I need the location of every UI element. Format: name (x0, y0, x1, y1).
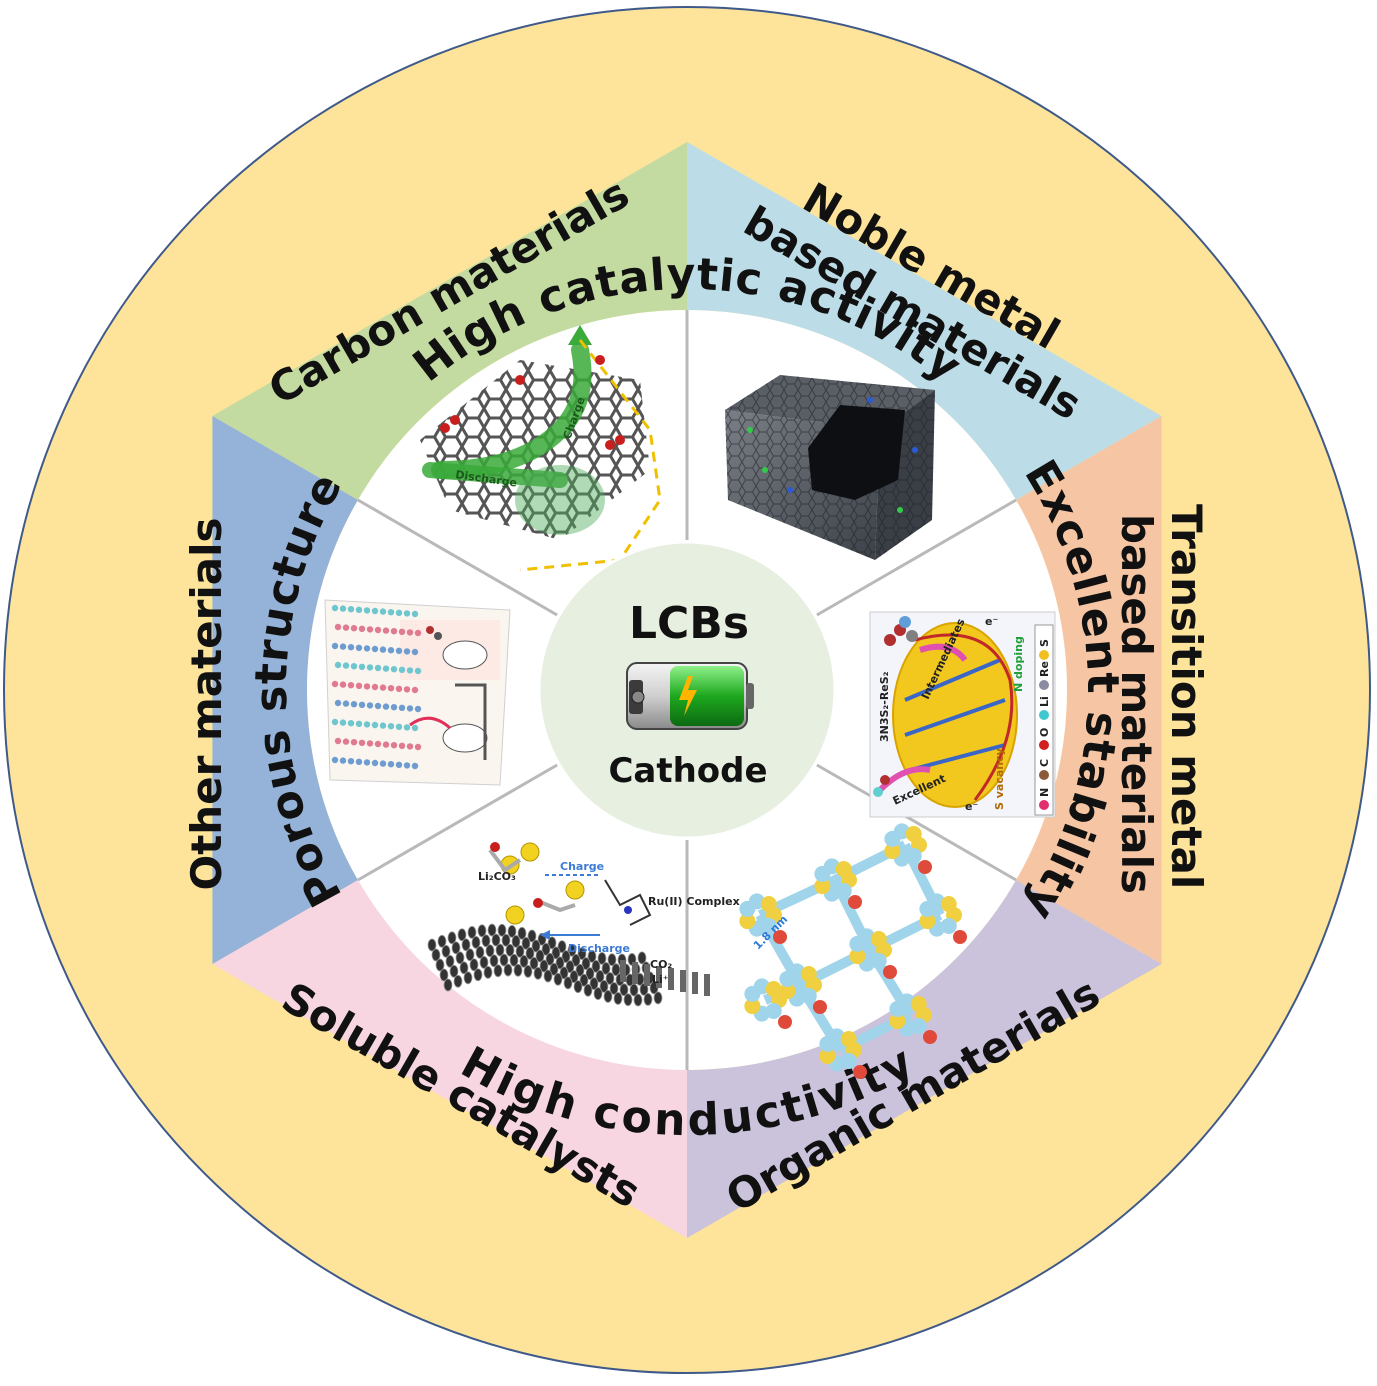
carbon-illustration: Discharge Charge (420, 325, 662, 572)
electron-label-top: e⁻ (985, 615, 998, 628)
segment-carbon (212, 142, 687, 500)
legend-atom-label: C (1038, 759, 1051, 767)
legend-atom-dot (1039, 710, 1049, 720)
segment-noble-metal (687, 142, 1162, 500)
vacancy-label: S vacancy (993, 748, 1006, 810)
segment-divider (816, 763, 1017, 882)
segment-soluble (212, 880, 687, 1238)
co2-label: CO₂ (650, 958, 672, 971)
legend-atom-dot (1039, 680, 1049, 690)
doping-label: N doping (1012, 636, 1025, 692)
segment-divider (357, 763, 558, 882)
legend-atom-label: O (1038, 728, 1051, 737)
legend-atom-dot (1039, 770, 1049, 780)
organic-illustration: 1.8 nm (739, 823, 967, 1079)
legend-atom-label: N (1038, 788, 1051, 797)
center-title: LCBs (629, 598, 749, 649)
soluble-charge-label: Charge (560, 860, 604, 873)
dividers-layer (357, 310, 1017, 1070)
li-ion-label: Li⁺ (652, 973, 669, 986)
legend-atom-dot (1039, 740, 1049, 750)
segments-layer (212, 142, 1162, 1238)
segment-transition-metal (1016, 416, 1162, 964)
legend-atom-label: S (1038, 639, 1051, 647)
electron-label-bottom: e⁻ (965, 800, 978, 813)
segment-other (212, 416, 358, 964)
material-label: 3N3S₂-ReS₂ (878, 671, 891, 742)
ru-complex-label: Ru(II) Complex (648, 895, 740, 908)
legend-atom-dot (1039, 650, 1049, 660)
transition-metal-illustration: 3N3S₂-ReS₂ Intermediates Excellent S vac… (869, 611, 1056, 818)
legend-atom-label: Li (1038, 696, 1051, 707)
legend-atom-label: Re (1038, 661, 1051, 677)
segment-divider (816, 498, 1017, 617)
segment-label-transition-metal: Transition metal based materials (1112, 504, 1211, 904)
center-subtitle: Cathode (608, 751, 767, 791)
noble-metal-illustration (725, 375, 935, 560)
other-illustration (324, 599, 511, 786)
battery-icon (626, 662, 754, 730)
legend-atom-dot (1039, 800, 1049, 810)
li2co3-label: Li₂CO₃ (478, 870, 516, 883)
segment-divider (357, 498, 558, 617)
segment-organic (687, 880, 1162, 1238)
soluble-illustration: Charge Discharge Ru(II) Complex Li₂CO₃ C… (427, 842, 740, 1007)
segment-label-other: Other materials (182, 517, 231, 890)
atom-legend: N C O Li Re S (1038, 639, 1051, 810)
soluble-discharge-label: Discharge (568, 942, 630, 955)
